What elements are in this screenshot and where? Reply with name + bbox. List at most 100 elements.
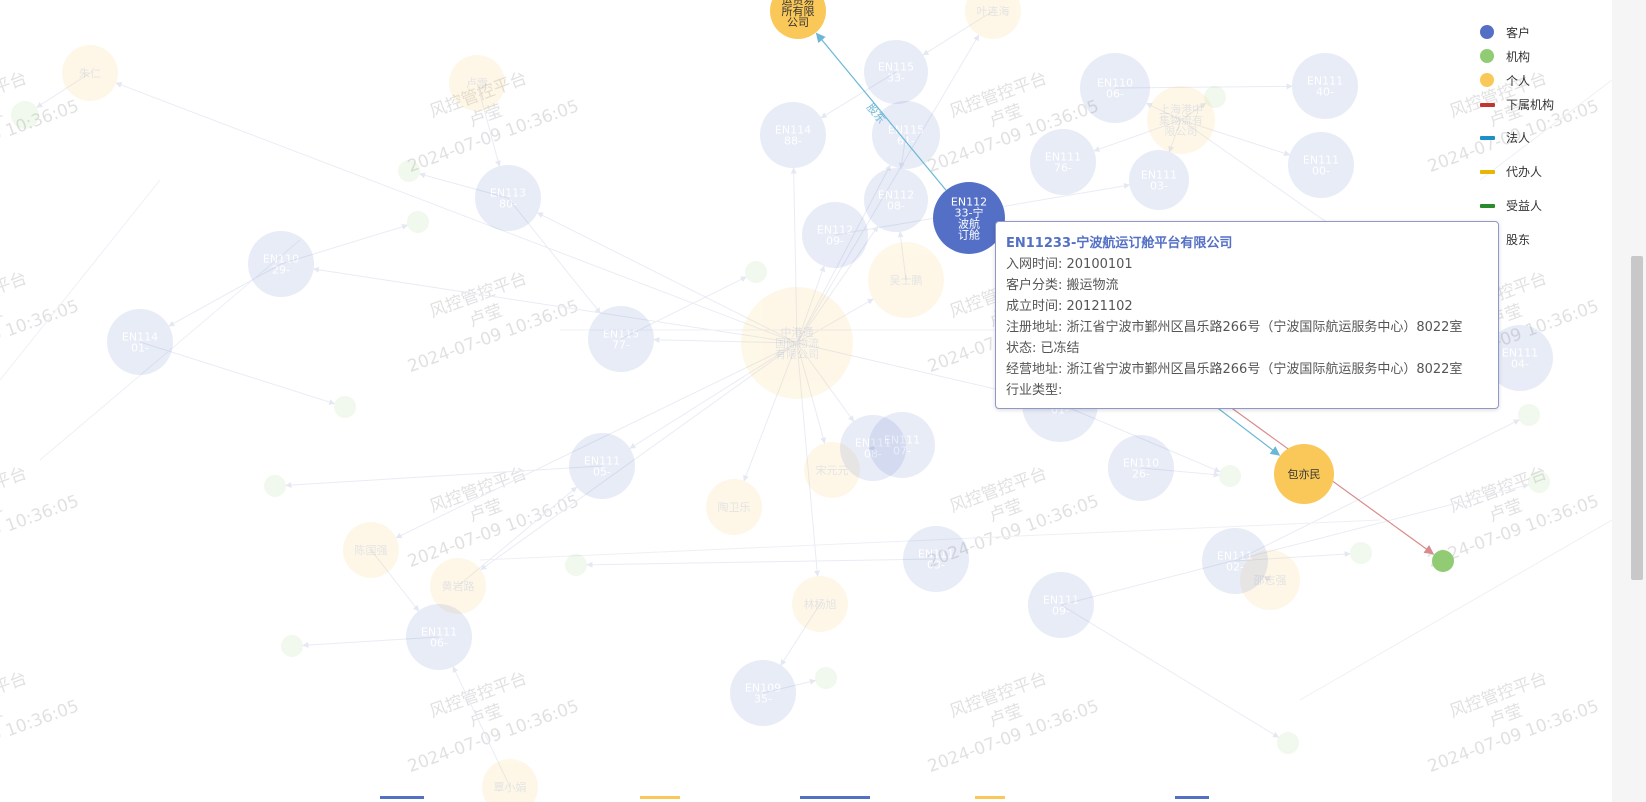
faded-edge bbox=[139, 341, 336, 405]
graph-node-green_target[interactable] bbox=[1432, 550, 1454, 572]
node-label: 33-宁 bbox=[955, 206, 984, 220]
faded-node-person[interactable]: 陈国强 bbox=[343, 522, 399, 578]
faded-node-org[interactable] bbox=[11, 101, 39, 129]
faded-node-org[interactable] bbox=[334, 396, 356, 418]
faded-node-person[interactable]: 宋元元 bbox=[804, 442, 860, 498]
legend-item[interactable]: 受益人 bbox=[1480, 195, 1600, 219]
faded-edge bbox=[457, 486, 578, 587]
node-label: 02- bbox=[1226, 561, 1244, 574]
faded-node-person[interactable]: 卢雪 bbox=[449, 55, 505, 111]
faded-node-person[interactable]: 覃小娟 bbox=[482, 759, 538, 802]
node-circle bbox=[107, 309, 173, 375]
node-label: 08- bbox=[864, 448, 882, 461]
node-label: 09- bbox=[1052, 605, 1070, 618]
legend-label: 股东 bbox=[1506, 233, 1531, 247]
legend-item[interactable]: 下属机构 bbox=[1480, 94, 1600, 118]
faded-node-person[interactable]: 黄岩路 bbox=[430, 558, 486, 614]
faded-node-org[interactable] bbox=[1528, 471, 1550, 493]
faded-node-org[interactable] bbox=[565, 554, 587, 576]
faded-node-org[interactable] bbox=[1204, 86, 1226, 108]
faded-node-person[interactable]: 陶卫乐 bbox=[706, 479, 762, 535]
faded-edge bbox=[1299, 519, 1612, 701]
faded-node-org[interactable] bbox=[1219, 465, 1241, 487]
graph-node-baoyimin[interactable]: 包亦民 bbox=[1274, 444, 1334, 504]
node-circle bbox=[770, 0, 826, 39]
faded-node-org[interactable] bbox=[407, 211, 429, 233]
legend-label: 客户 bbox=[1506, 26, 1531, 40]
faded-node-customer[interactable]: EN11108- bbox=[840, 415, 906, 481]
faded-edge bbox=[536, 212, 798, 344]
faded-node-org[interactable] bbox=[745, 261, 767, 283]
node-label: EN111 bbox=[1045, 151, 1081, 164]
vertical-scrollbar[interactable] bbox=[1612, 0, 1646, 802]
faded-edge bbox=[285, 465, 603, 488]
node-label: EN112 bbox=[817, 224, 853, 237]
legend-item[interactable]: 代办人 bbox=[1480, 161, 1600, 185]
highlighted-edge[interactable] bbox=[815, 32, 947, 191]
faded-node-person[interactable]: 朱仁 bbox=[62, 45, 118, 101]
faded-node-org[interactable] bbox=[1518, 404, 1540, 426]
faded-edge bbox=[629, 342, 798, 449]
node-circle bbox=[903, 526, 969, 592]
faded-node-person[interactable]: 叶连海 bbox=[965, 0, 1021, 39]
node-circle bbox=[406, 604, 472, 670]
scrollbar-thumb[interactable] bbox=[1631, 256, 1643, 580]
faded-node-customer[interactable]: EN11561- bbox=[872, 101, 940, 169]
legend-label: 机构 bbox=[1506, 50, 1531, 64]
faded-node-org[interactable] bbox=[281, 635, 303, 657]
legend-item[interactable]: 机构 bbox=[1480, 46, 1600, 70]
faded-edge bbox=[762, 678, 816, 694]
node-label: EN111 bbox=[421, 626, 457, 639]
legend-item[interactable]: 个人 bbox=[1480, 70, 1600, 94]
legend-item[interactable]: 法人 bbox=[1480, 127, 1600, 151]
faded-node-org[interactable] bbox=[398, 160, 420, 182]
faded-node-person[interactable]: 吴士鹏 bbox=[868, 242, 944, 318]
faded-node-org[interactable] bbox=[264, 475, 286, 497]
tooltip-row: 成立时间: 20121102 bbox=[1006, 299, 1133, 314]
faded-node-org[interactable] bbox=[1350, 542, 1372, 564]
node-circle bbox=[933, 182, 1005, 254]
node-label: 林杨旭 bbox=[804, 597, 837, 611]
node-label: EN114 bbox=[775, 124, 811, 137]
legend-item[interactable]: 客户 bbox=[1480, 22, 1600, 46]
faded-node-person[interactable]: 邵志强 bbox=[1240, 550, 1300, 610]
faded-edge bbox=[479, 519, 1381, 561]
node-circle bbox=[407, 211, 429, 233]
faded-edge bbox=[507, 197, 601, 314]
faded-node-org[interactable] bbox=[1277, 732, 1299, 754]
node-circle bbox=[802, 202, 868, 268]
faded-node-person[interactable]: 林杨旭 bbox=[792, 576, 848, 632]
faded-node-org[interactable] bbox=[815, 667, 837, 689]
faded-edge bbox=[922, 10, 994, 56]
